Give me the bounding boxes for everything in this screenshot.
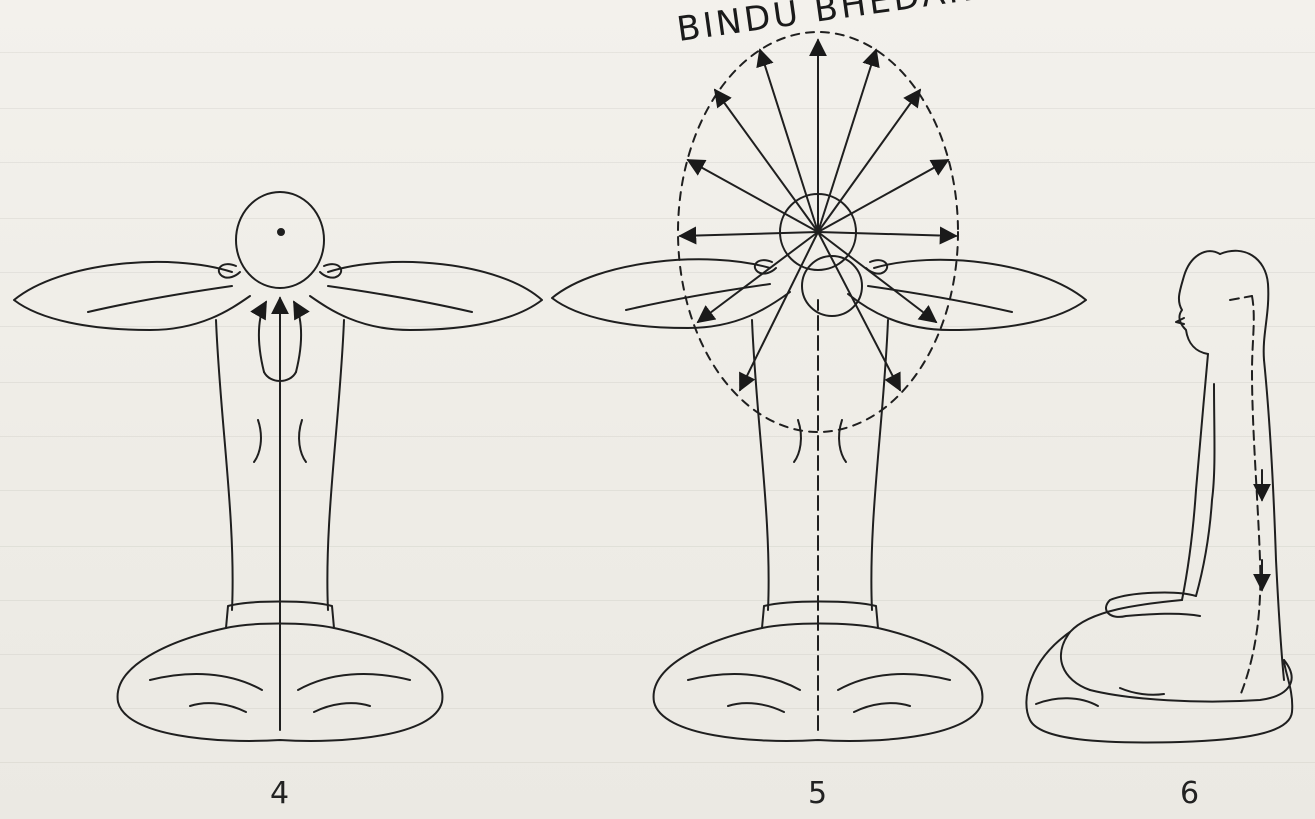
figure-5-bindu-bhedan <box>552 32 1086 741</box>
figure-number-6: 6 <box>1180 776 1199 811</box>
figure-number-5: 5 <box>808 776 827 811</box>
figure-4-seated-back <box>14 192 542 741</box>
figure-number-4: 4 <box>270 776 289 811</box>
figure-6-seated-side <box>1026 251 1292 743</box>
